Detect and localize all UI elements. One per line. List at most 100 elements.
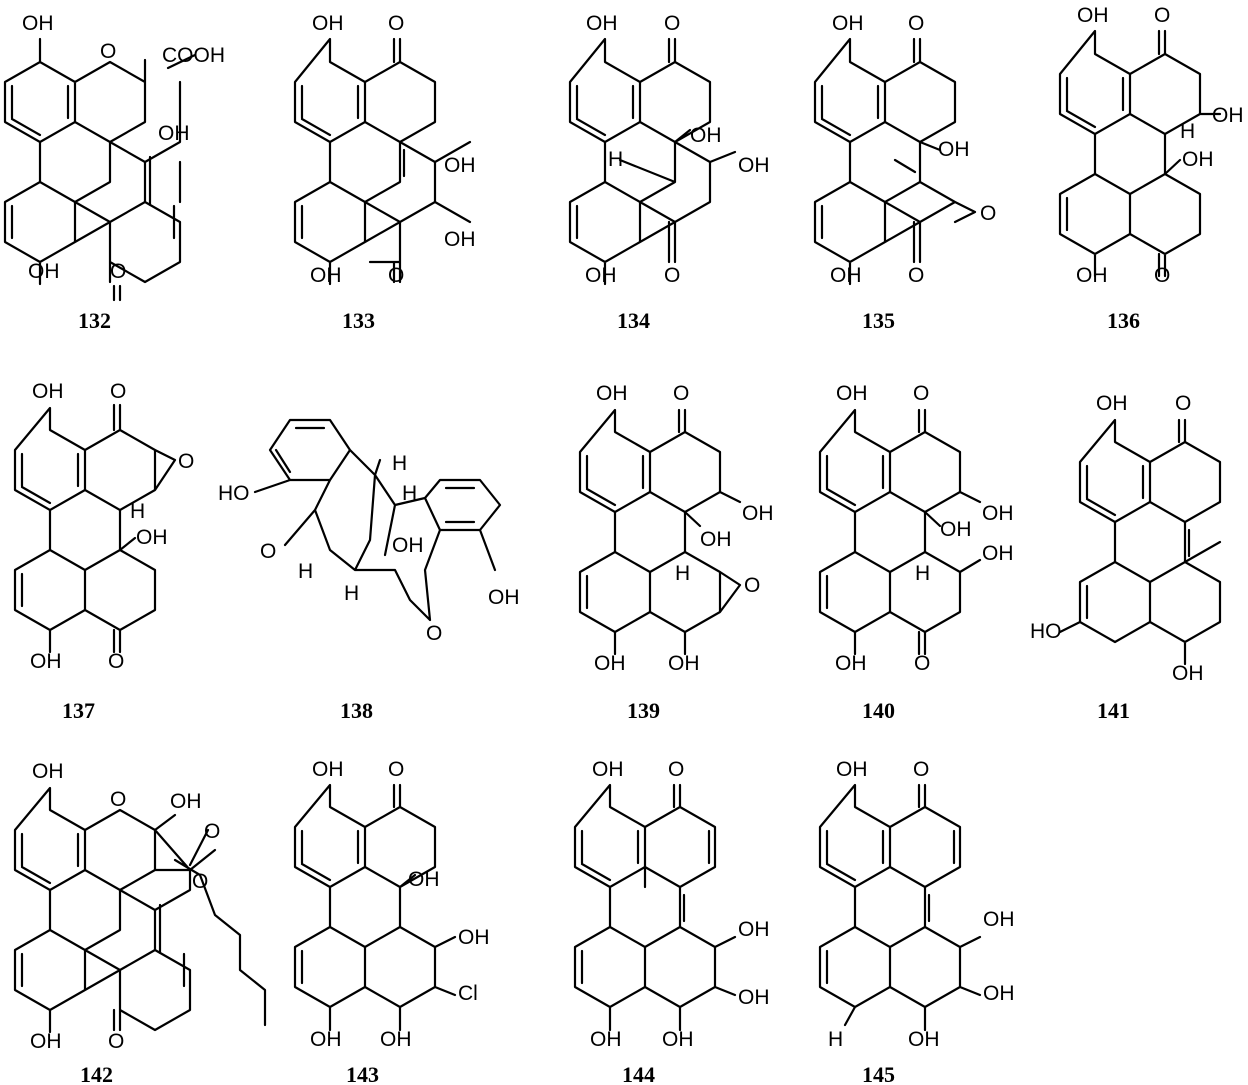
ring-o-label: O: [110, 788, 126, 811]
h-label: H: [344, 582, 359, 605]
h-label: H: [828, 1028, 843, 1051]
oh-label: OH: [312, 12, 344, 35]
cl-label: Cl: [458, 982, 478, 1005]
structure-132: OH O COOH OH OH O 132: [3, 12, 225, 333]
oh-label: OH: [908, 1028, 940, 1051]
compound-number: 133: [342, 308, 375, 333]
oh-label: OH: [668, 652, 700, 675]
oh-label: OH: [738, 154, 770, 177]
h-label: H: [915, 562, 930, 585]
compound-number: 137: [62, 698, 95, 723]
oh-label: OH: [1182, 148, 1214, 171]
ketone-o-label: O: [110, 380, 126, 403]
oh-label: OH: [444, 154, 476, 177]
oh-label: OH: [444, 228, 476, 251]
oh-label: OH: [158, 122, 190, 145]
oh-label: OH: [488, 586, 520, 609]
h-label: H: [402, 482, 417, 505]
oh-label: OH: [738, 918, 770, 941]
structure-145: OH O OH OH H OH 145: [818, 758, 1015, 1085]
oh-label: OH: [982, 542, 1014, 565]
oh-label: OH: [30, 650, 62, 673]
ketone-o-label: O: [108, 650, 124, 673]
oh-label: OH: [983, 908, 1015, 931]
structure-142: OH O OH O O OH O 142: [13, 760, 267, 1085]
ketone-o-label: O: [1154, 264, 1170, 287]
compound-number: 142: [80, 1062, 113, 1085]
structure-135: OH O OH O OH O 135: [813, 12, 996, 333]
h-label: H: [130, 500, 145, 523]
compound-number: 136: [1107, 308, 1140, 333]
compound-number: 139: [627, 698, 660, 723]
compound-number: 134: [617, 308, 650, 333]
oh-label: OH: [742, 502, 774, 525]
ketone-o-label: O: [388, 758, 404, 781]
oh-label: OH: [1077, 4, 1109, 27]
structure-143: OH O OH OH Cl OH OH 143: [293, 758, 490, 1085]
oh-label: OH: [836, 382, 868, 405]
oh-label: HO: [1030, 620, 1062, 643]
compound-number: 144: [622, 1062, 655, 1085]
compound-number: 138: [340, 698, 373, 723]
ketone-o-label: O: [426, 622, 442, 645]
h-label: H: [675, 562, 690, 585]
ketone-o-label: O: [673, 382, 689, 405]
oh-label: OH: [592, 758, 624, 781]
ketone-o-label: O: [908, 264, 924, 287]
structure-144: OH O OH OH OH OH 144: [573, 758, 770, 1085]
epoxide-o-label: O: [980, 202, 996, 225]
compound-number: 132: [78, 308, 111, 333]
h-label: H: [298, 560, 313, 583]
oh-label: OH: [585, 264, 617, 287]
oh-label: OH: [940, 518, 972, 541]
epoxide-o-label: O: [744, 574, 760, 597]
structure-137: OH O O H OH OH O 137: [13, 380, 194, 723]
oh-label: OH: [310, 264, 342, 287]
ketone-o-label: O: [260, 540, 276, 563]
ketone-o-label: O: [108, 1030, 124, 1053]
ketone-o-label: O: [1154, 4, 1170, 27]
ketone-o-label: O: [388, 264, 404, 287]
structure-134: OH O H OH OH OH O 134: [568, 12, 770, 333]
oh-label: OH: [700, 528, 732, 551]
oh-label: OH: [836, 758, 868, 781]
oh-label: OH: [30, 1030, 62, 1053]
oh-label: OH: [1076, 264, 1108, 287]
compound-number: 135: [862, 308, 895, 333]
oh-label: OH: [835, 652, 867, 675]
structure-138: HO O H H OH H H O OH 138: [218, 418, 520, 723]
h-label: H: [608, 148, 623, 171]
h-label: H: [392, 452, 407, 475]
oh-label: OH: [22, 12, 54, 35]
oh-label: OH: [458, 926, 490, 949]
compound-number: 143: [346, 1062, 379, 1085]
oh-label: OH: [32, 760, 64, 783]
structure-140: OH O OH OH OH H OH O 140: [818, 382, 1014, 723]
oh-label: OH: [28, 260, 60, 283]
oh-label: OH: [690, 124, 722, 147]
h-label: H: [1180, 120, 1195, 143]
acid-label: COOH: [162, 44, 225, 67]
ketone-o-label: O: [664, 12, 680, 35]
oh-label: OH: [594, 652, 626, 675]
oh-label: OH: [170, 790, 202, 813]
compound-number: 141: [1097, 698, 1130, 723]
compound-number: 140: [862, 698, 895, 723]
oh-label: OH: [596, 382, 628, 405]
oh-label: OH: [983, 982, 1015, 1005]
ester-o-label: O: [192, 870, 208, 893]
ketone-o-label: O: [388, 12, 404, 35]
ketone-o-label: O: [914, 652, 930, 675]
oh-label: OH: [136, 526, 168, 549]
ring-o-label: O: [100, 40, 116, 63]
oh-label: OH: [380, 1028, 412, 1051]
oh-label: OH: [1212, 104, 1244, 127]
oh-label: OH: [590, 1028, 622, 1051]
ketone-o-label: O: [668, 758, 684, 781]
oh-label: OH: [738, 986, 770, 1009]
carbonyl-o-label: O: [204, 820, 220, 843]
ketone-o-label: O: [913, 382, 929, 405]
ketone-o-label: O: [1175, 392, 1191, 415]
ketone-o-label: O: [908, 12, 924, 35]
ketone-o-label: O: [110, 260, 126, 283]
